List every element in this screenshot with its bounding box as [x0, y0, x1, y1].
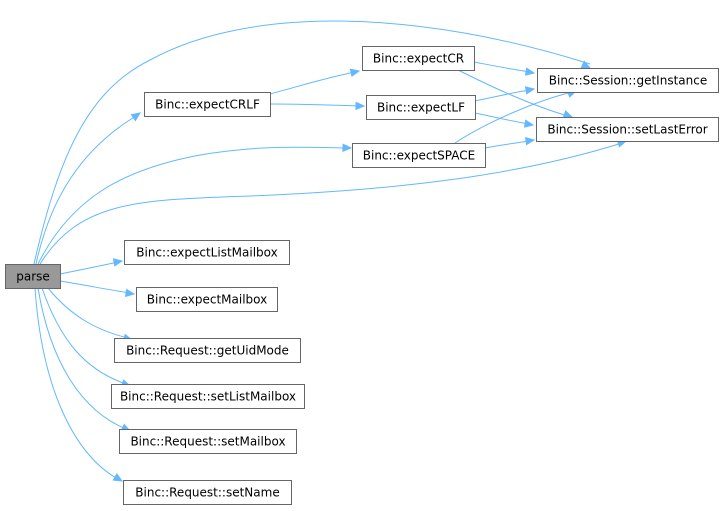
node-box	[362, 46, 475, 71]
node-getUidMode[interactable]: Binc::Request::getUidMode	[114, 338, 301, 363]
call-graph-nodes: parse Binc::expectCRLF Binc::expectCRBinc:…	[5, 46, 719, 505]
edge-line	[484, 140, 531, 149]
node-label: Binc::Request::setListMailbox	[120, 390, 296, 404]
node-label: Binc::expectCR	[373, 52, 464, 66]
node-box	[5, 264, 61, 289]
node-label: Binc::Request::setMailbox	[130, 435, 285, 449]
node-box	[114, 338, 301, 363]
edge-parse-to-expectMailbox	[59, 280, 136, 298]
edge-arrowhead	[349, 68, 361, 77]
node-expectMailbox[interactable]: Binc::expectMailbox	[136, 287, 278, 312]
node-label: Binc::expectSPACE	[363, 149, 475, 163]
edge-line	[269, 71, 356, 95]
edge-expectCRLF-to-expectCR	[269, 68, 361, 95]
node-setName[interactable]: Binc::Request::setName	[123, 480, 292, 505]
edge-line	[39, 142, 623, 265]
edge-line	[473, 61, 531, 73]
edge-arrowhead	[524, 67, 536, 76]
node-label: Binc::expectMailbox	[147, 293, 268, 307]
edge-arrowhead	[112, 258, 124, 267]
edge-line	[33, 20, 591, 265]
node-parse[interactable]: parse	[5, 264, 61, 289]
edge-expectLF-to-getInstance	[474, 86, 536, 102]
node-box	[124, 240, 290, 265]
edge-arrowhead	[124, 288, 136, 298]
edge-arrowhead	[524, 86, 536, 95]
node-label: Binc::Request::getUidMode	[126, 344, 289, 358]
edge-arrowhead	[355, 101, 366, 111]
edge-line	[41, 287, 127, 385]
node-box	[537, 68, 719, 93]
edge-line	[37, 287, 127, 430]
edge-parse-to-expectListMailbox	[59, 258, 124, 275]
node-label: Binc::expectListMailbox	[136, 246, 277, 260]
node-box	[352, 143, 486, 168]
edge-parse-to-expectSPACE	[37, 143, 353, 265]
node-box	[119, 429, 297, 454]
edge-arrowhead	[342, 143, 353, 152]
node-box	[111, 384, 305, 409]
node-setLastError[interactable]: Binc::Session::setLastError	[536, 117, 719, 142]
node-label: Binc::expectLF	[377, 101, 465, 115]
edge-line	[34, 287, 119, 480]
node-expectListMailbox[interactable]: Binc::expectListMailbox	[124, 240, 290, 265]
node-expectLF[interactable]: Binc::expectLF	[366, 95, 476, 120]
edge-line	[457, 69, 569, 117]
edge-expectLF-to-setLastError	[474, 112, 535, 128]
edge-arrowhead	[130, 112, 142, 122]
edge-arrowhead	[580, 60, 592, 69]
node-getInstance[interactable]: Binc::Session::getInstance	[537, 68, 719, 93]
edge-arrowhead	[112, 473, 124, 482]
edge-expectSPACE-to-setLastError	[484, 136, 536, 149]
edge-line	[474, 112, 530, 125]
call-graph-edges	[33, 20, 628, 482]
node-box	[144, 92, 271, 117]
edge-line	[37, 146, 348, 265]
node-box	[536, 117, 719, 142]
edge-parse-to-getUidMode	[47, 287, 134, 342]
node-expectCRLF[interactable]: Binc::expectCRLF	[144, 92, 271, 117]
edge-arrowhead	[524, 136, 536, 146]
edge-arrowhead	[523, 119, 535, 128]
edge-line	[59, 280, 131, 294]
edge-line	[269, 103, 361, 107]
node-box	[123, 480, 292, 505]
node-expectCR[interactable]: Binc::expectCR	[362, 46, 475, 71]
edge-line	[47, 287, 129, 339]
edge-expectCR-to-setLastError	[457, 69, 574, 119]
node-box	[136, 287, 278, 312]
node-setListMailbox[interactable]: Binc::Request::setListMailbox	[111, 384, 305, 409]
node-label: Binc::Request::setName	[135, 486, 279, 500]
node-setMailbox[interactable]: Binc::Request::setMailbox	[119, 429, 297, 454]
node-box	[366, 95, 476, 120]
edge-parse-to-setName	[34, 287, 124, 482]
edge-line	[59, 261, 119, 275]
edge-expectCRLF-to-expectLF	[269, 101, 366, 111]
node-label: Binc::Session::getInstance	[549, 74, 707, 88]
edge-expectCR-to-getInstance	[473, 61, 536, 76]
edge-line	[474, 89, 531, 102]
node-label: parse	[16, 270, 50, 284]
node-label: Binc::expectCRLF	[155, 98, 260, 112]
edge-parse-to-expectCRLF	[35, 112, 142, 265]
edge-line	[454, 91, 573, 144]
node-expectSPACE[interactable]: Binc::expectSPACE	[352, 143, 486, 168]
edge-parse-to-getInstance	[33, 20, 592, 265]
node-label: Binc::Session::setLastError	[547, 123, 707, 137]
edge-line	[35, 115, 137, 265]
